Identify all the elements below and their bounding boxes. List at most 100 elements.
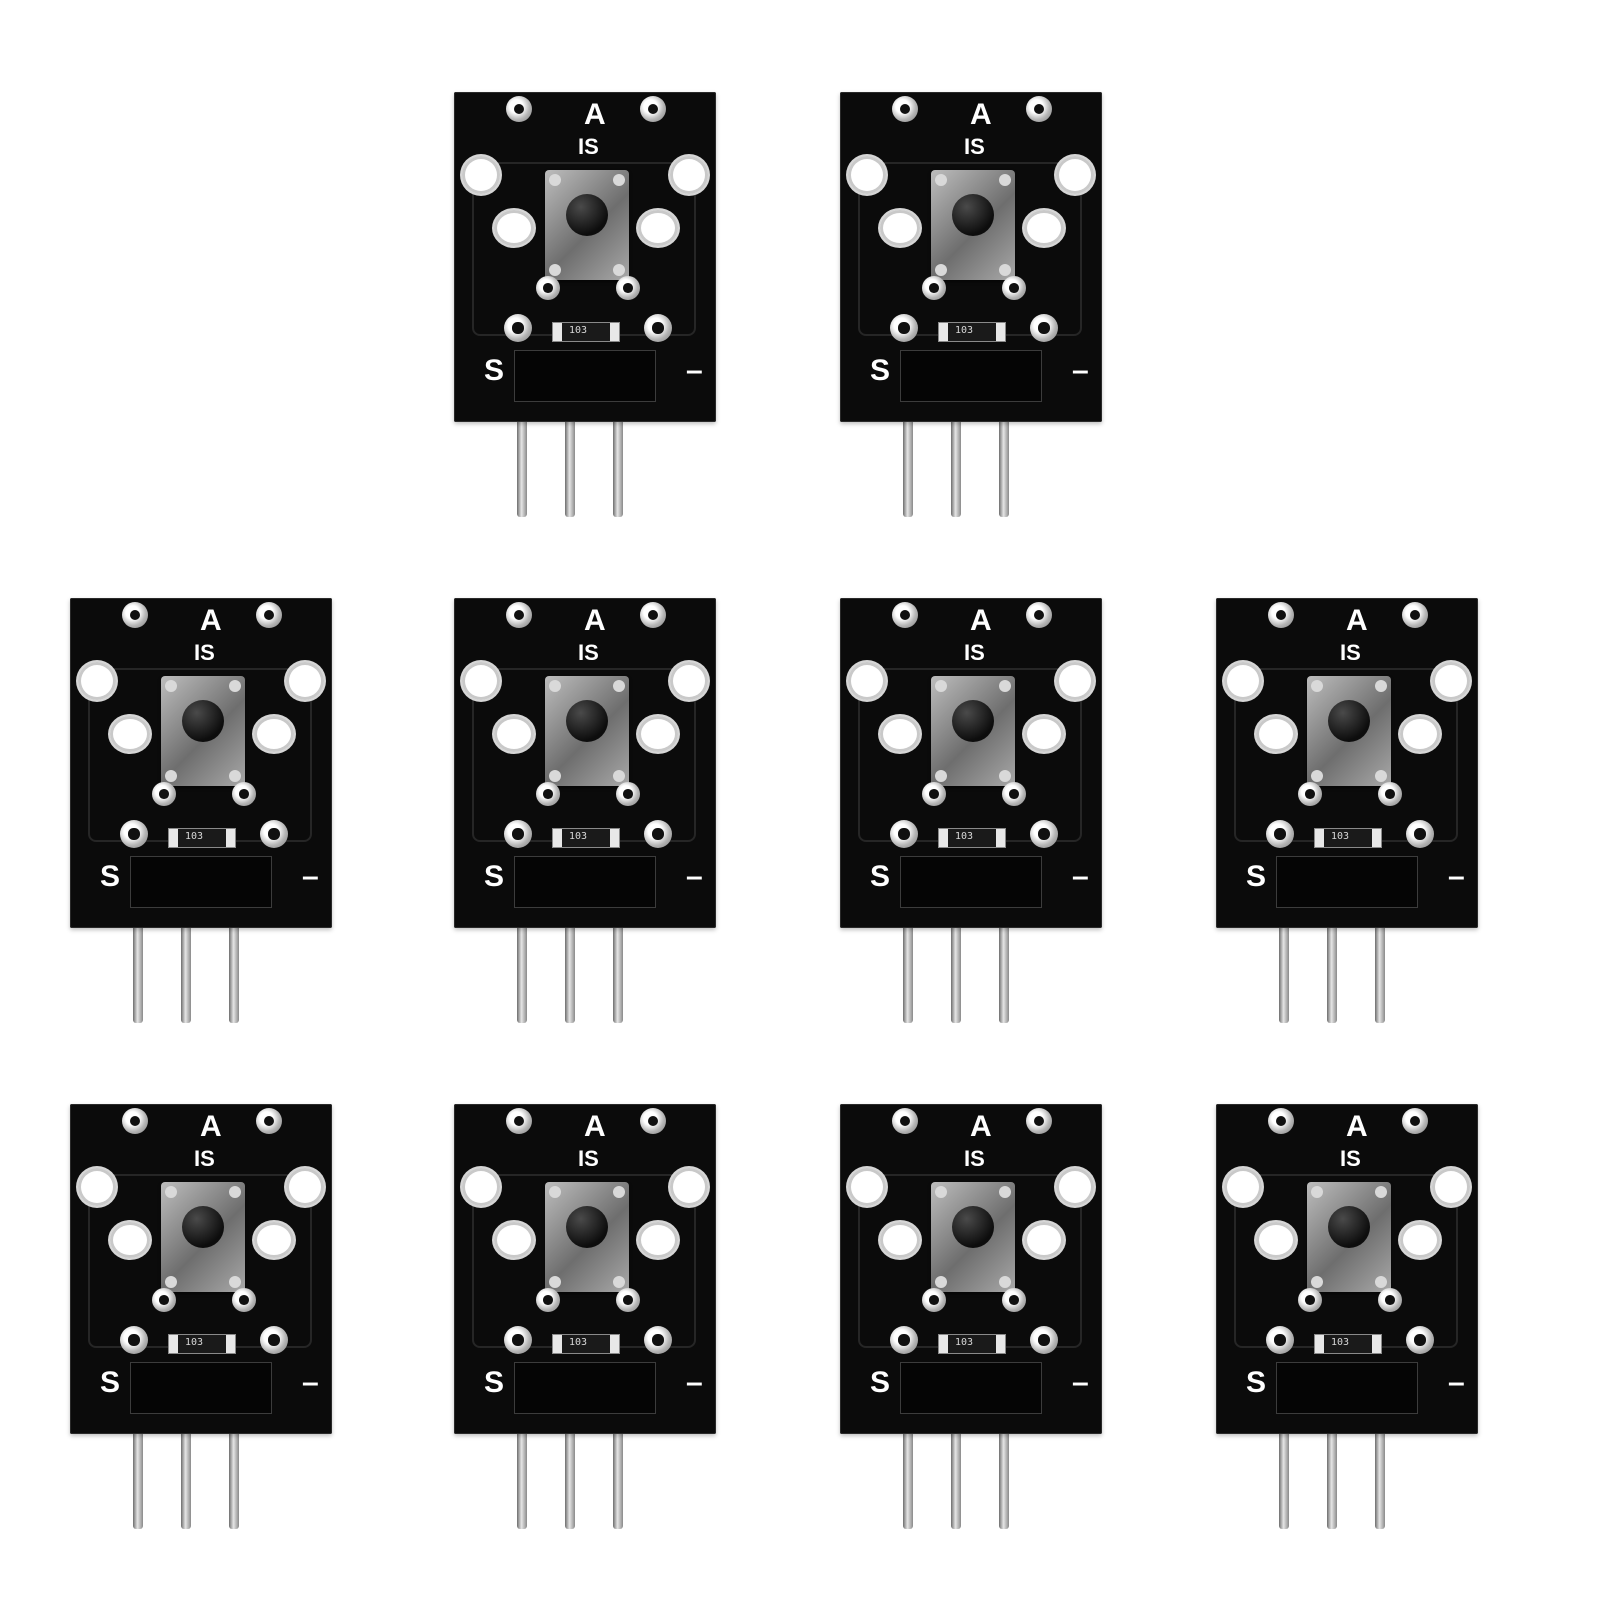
mounting-hole — [1432, 662, 1470, 700]
pin-header — [514, 350, 656, 402]
switch-leg — [1375, 680, 1387, 692]
header-pin — [613, 1379, 623, 1529]
solder-pad — [536, 276, 560, 300]
mounting-pad — [1402, 1108, 1428, 1134]
button-cap[interactable] — [566, 700, 608, 742]
resistor-code: 103 — [1331, 831, 1350, 842]
header-pin — [951, 873, 961, 1023]
switch-leg — [229, 1276, 241, 1288]
switch-leg — [613, 680, 625, 692]
switch-leg — [613, 174, 625, 186]
header-pin — [903, 873, 913, 1023]
mounting-hole — [1056, 156, 1094, 194]
resistor-code: 103 — [569, 831, 588, 842]
switch-leg — [549, 680, 561, 692]
button-cap[interactable] — [952, 1206, 994, 1248]
solder-pad — [232, 1288, 256, 1312]
switch-leg — [165, 1186, 177, 1198]
switch-leg — [999, 1186, 1011, 1198]
silkscreen-label-minus: – — [1448, 860, 1465, 893]
solder-pad — [616, 782, 640, 806]
silkscreen-label-s: S — [484, 354, 505, 387]
silkscreen-label-s: S — [484, 1366, 505, 1399]
tactile-switch[interactable] — [161, 676, 245, 786]
solder-pad — [260, 1326, 288, 1354]
solder-pad — [1002, 782, 1026, 806]
switch-leg — [549, 174, 561, 186]
tactile-switch[interactable] — [931, 676, 1015, 786]
pin-header — [900, 1362, 1042, 1414]
button-cap[interactable] — [566, 1206, 608, 1248]
pcb-board: 103 A IS S – — [454, 598, 716, 928]
button-cap[interactable] — [1328, 1206, 1370, 1248]
mounting-hole — [848, 662, 886, 700]
switch-leg — [1311, 1276, 1323, 1288]
mounting-hole — [638, 210, 678, 246]
button-cap[interactable] — [182, 1206, 224, 1248]
silkscreen-label-a: A — [200, 604, 222, 637]
mounting-pad — [1402, 602, 1428, 628]
solder-pad — [504, 314, 532, 342]
solder-pad — [1266, 820, 1294, 848]
button-cap[interactable] — [566, 194, 608, 236]
switch-leg — [999, 770, 1011, 782]
silkscreen-label-minus: – — [302, 860, 319, 893]
mounting-hole — [494, 1222, 534, 1258]
silkscreen-label-a: A — [200, 1110, 222, 1143]
mounting-hole — [1024, 210, 1064, 246]
header-pin — [999, 873, 1009, 1023]
mounting-hole — [880, 716, 920, 752]
button-cap[interactable] — [182, 700, 224, 742]
header-pin — [517, 1379, 527, 1529]
button-cap[interactable] — [952, 194, 994, 236]
solder-pad — [1298, 782, 1322, 806]
switch-leg — [1311, 770, 1323, 782]
pcb-board: 103 A IS S – — [1216, 598, 1478, 928]
silkscreen-label-is: IS — [194, 640, 215, 665]
button-cap[interactable] — [952, 700, 994, 742]
solder-pad — [1030, 314, 1058, 342]
tactile-switch[interactable] — [1307, 676, 1391, 786]
header-pin — [565, 367, 575, 517]
button-cap[interactable] — [1328, 700, 1370, 742]
silkscreen-label-is: IS — [964, 134, 985, 159]
header-pin — [1375, 873, 1385, 1023]
push-button-module: 103 A IS S – — [1202, 1104, 1502, 1534]
tactile-switch[interactable] — [931, 1182, 1015, 1292]
tactile-switch[interactable] — [545, 1182, 629, 1292]
tactile-switch[interactable] — [545, 170, 629, 280]
mounting-pad — [1026, 96, 1052, 122]
pcb-board: 103 A IS S – — [840, 92, 1102, 422]
mounting-pad — [640, 602, 666, 628]
switch-leg — [229, 1186, 241, 1198]
mounting-hole — [110, 1222, 150, 1258]
switch-leg — [1311, 680, 1323, 692]
switch-leg — [229, 770, 241, 782]
silkscreen-label-a: A — [584, 1110, 606, 1143]
solder-pad — [1266, 1326, 1294, 1354]
tactile-switch[interactable] — [161, 1182, 245, 1292]
resistor-code: 103 — [955, 1337, 974, 1348]
header-pin — [181, 1379, 191, 1529]
solder-pad — [232, 782, 256, 806]
switch-leg — [549, 1186, 561, 1198]
header-pin — [229, 873, 239, 1023]
tactile-switch[interactable] — [545, 676, 629, 786]
pcb-board: 103 A IS S – — [840, 598, 1102, 928]
silkscreen-label-minus: – — [686, 354, 703, 387]
resistor-code: 103 — [569, 325, 588, 336]
header-pin — [903, 1379, 913, 1529]
tactile-switch[interactable] — [931, 170, 1015, 280]
pin-header — [1276, 856, 1418, 908]
mounting-pad — [256, 1108, 282, 1134]
mounting-pad — [122, 1108, 148, 1134]
smd-resistor: 103 — [938, 828, 1006, 848]
silkscreen-label-is: IS — [578, 1146, 599, 1171]
pcb-board: 103 A IS S – — [454, 1104, 716, 1434]
tactile-switch[interactable] — [1307, 1182, 1391, 1292]
silkscreen-label-a: A — [970, 98, 992, 131]
header-pin — [613, 873, 623, 1023]
mounting-hole — [670, 156, 708, 194]
silkscreen-label-a: A — [584, 604, 606, 637]
silkscreen-label-s: S — [1246, 1366, 1267, 1399]
